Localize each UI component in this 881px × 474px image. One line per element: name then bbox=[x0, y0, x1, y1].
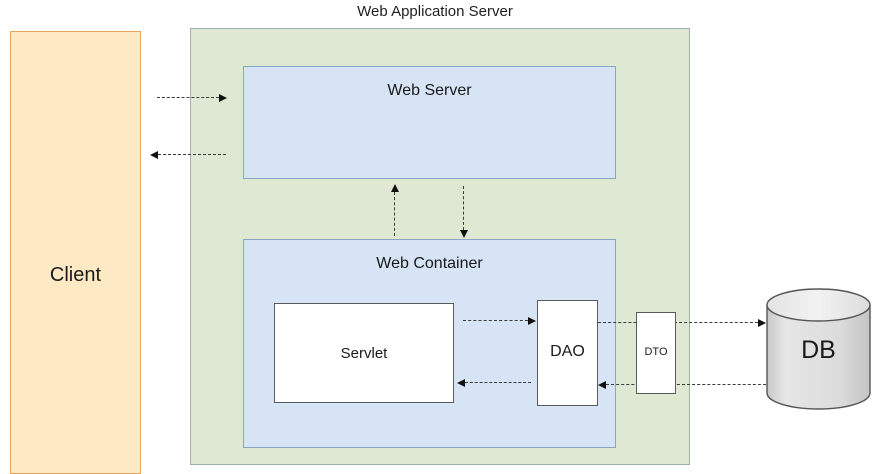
arrowhead-down-icon bbox=[460, 230, 468, 238]
arrowhead-left-icon bbox=[150, 151, 158, 159]
arrowhead-up-icon bbox=[391, 184, 399, 192]
diagram-title: Web Application Server bbox=[357, 3, 513, 20]
edge-dao-to-db bbox=[598, 319, 766, 327]
arrowhead-right-icon bbox=[219, 94, 227, 102]
node-servlet-label: Servlet bbox=[340, 345, 388, 362]
node-web-server[interactable]: Web Server bbox=[243, 66, 616, 179]
arrowhead-right-icon bbox=[758, 319, 766, 327]
node-web-container-label: Web Container bbox=[376, 255, 483, 272]
edge-db-to-dao bbox=[598, 381, 766, 389]
edge-dao-to-servlet bbox=[457, 379, 531, 387]
node-client[interactable]: Client bbox=[10, 31, 141, 474]
node-db[interactable] bbox=[766, 288, 871, 410]
node-dao[interactable]: DAO bbox=[537, 300, 598, 406]
edge-web-server-to-web-container bbox=[460, 186, 468, 238]
edge-web-container-to-web-server bbox=[391, 184, 399, 236]
edge-client-to-web-server bbox=[157, 94, 227, 102]
arrowhead-left-icon bbox=[457, 379, 465, 387]
node-dto[interactable]: DTO bbox=[636, 312, 676, 394]
arrowhead-left-icon bbox=[598, 381, 606, 389]
node-dto-label: DTO bbox=[644, 346, 668, 358]
node-client-label: Client bbox=[49, 264, 102, 286]
node-servlet[interactable]: Servlet bbox=[274, 303, 454, 403]
edge-web-server-to-client bbox=[150, 151, 226, 159]
node-dao-label: DAO bbox=[550, 343, 585, 360]
node-web-server-label: Web Server bbox=[387, 82, 472, 99]
arrowhead-right-icon bbox=[528, 317, 536, 325]
edge-servlet-to-dao bbox=[463, 317, 536, 325]
